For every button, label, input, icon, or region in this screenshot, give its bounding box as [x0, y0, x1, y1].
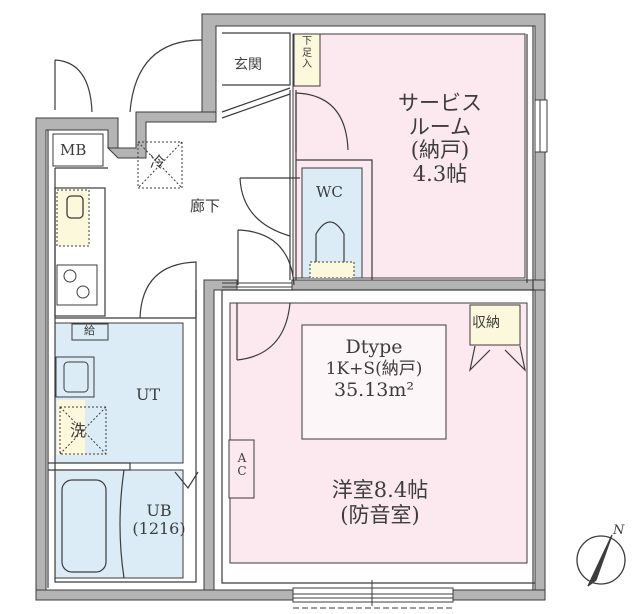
western-room-label: 洋室8.4帖 (防音室)	[331, 478, 429, 528]
unit-type: Dtype	[345, 336, 403, 358]
walls	[35, 13, 546, 601]
aircon-label: A C	[237, 451, 247, 479]
unit-bath-label: UB (1216)	[132, 501, 186, 538]
water-heater-label: 給	[84, 324, 95, 337]
wc-label: WC	[316, 183, 343, 201]
unit-info-label: Dtype 1K+S(納戸) 35.13m²	[302, 336, 446, 402]
entrance-label: 玄関	[234, 57, 262, 73]
unit-layout: 1K+S(納戸)	[325, 358, 423, 379]
meter-box-label: MB	[60, 141, 87, 159]
closet-box	[469, 304, 521, 346]
service-room-label: サービス ルーム (納戸) 4.3帖	[398, 91, 482, 186]
washer-label: 洗	[70, 421, 87, 440]
hallway-label: 廊下	[190, 197, 221, 215]
compass	[576, 534, 626, 587]
utility-label: UT	[136, 385, 161, 404]
unit-info-box	[301, 324, 447, 440]
unit-area: 35.13m²	[333, 379, 415, 402]
mb-box	[52, 133, 104, 167]
fridge-label: 冷	[150, 153, 166, 171]
shoe-box	[293, 33, 321, 87]
shoe-box-label: 下 足 入	[302, 36, 312, 70]
compass-north-label: N	[613, 523, 625, 538]
closet-label: 収納	[472, 315, 500, 331]
service-room-area	[292, 33, 526, 279]
